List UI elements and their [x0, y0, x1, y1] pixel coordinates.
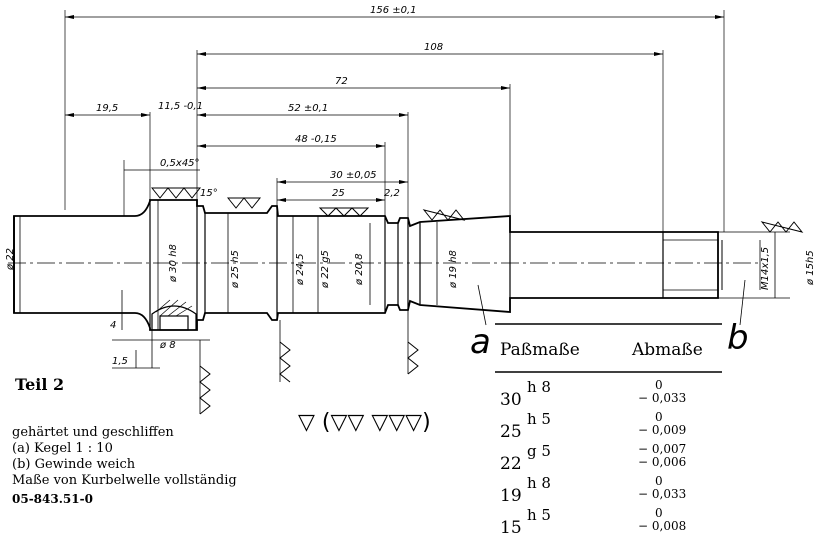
dim-30: 30 ±0,05	[330, 170, 377, 181]
svg-text:52 ±0,1: 52 ±0,1	[288, 103, 328, 114]
dia-19-h8: ø 19 h8	[448, 250, 459, 289]
svg-text:156 ±0,1: 156 ±0,1	[370, 5, 417, 16]
dia-22: ø 22	[5, 248, 16, 271]
table-row-upper: − 0,007	[638, 442, 687, 456]
dia-20-8: ø 20,8	[354, 253, 365, 286]
svg-text:ø 8: ø 8	[159, 340, 176, 351]
table-row-fit: h 8	[527, 378, 551, 396]
dia-24-5: ø 24,5	[295, 253, 306, 286]
table-row-fit: h 5	[527, 506, 551, 524]
part-title: Teil 2	[15, 375, 65, 394]
dim-angle: 15°	[200, 188, 218, 199]
dia-25-h5: ø 25 h5	[230, 250, 241, 289]
svg-text:ø 20,8: ø 20,8	[354, 253, 365, 286]
surface-finish-symbol: ▽ (▽▽ ▽▽▽)	[298, 410, 431, 435]
svg-text:0,5x45°: 0,5x45°	[160, 158, 200, 169]
svg-text:1,5: 1,5	[112, 356, 128, 367]
keyway-section	[151, 305, 197, 330]
table-row-lower: − 0,008	[638, 519, 687, 533]
dim-chamfer: 0,5x45°	[160, 158, 200, 169]
table-row-fit: h 8	[527, 474, 551, 492]
dim-52: 52 ±0,1	[288, 103, 328, 114]
table-row-fit: g 5	[527, 442, 551, 460]
table-row-upper: 0	[655, 506, 663, 520]
table-row-nominal: 25	[500, 422, 522, 442]
dim-72: 72	[335, 76, 348, 87]
dim-156: 156 ±0,1	[370, 5, 417, 16]
table-row-nominal: 15	[500, 518, 522, 538]
dim-48: 48 -0,15	[295, 134, 337, 145]
svg-text:ø 30 h8: ø 30 h8	[168, 244, 179, 283]
table-row-lower: − 0,033	[638, 391, 687, 405]
marker-a: a	[470, 322, 491, 362]
svg-text:ø 15h5: ø 15h5	[805, 250, 816, 286]
dim-11-5: 11,5 -0,1	[158, 101, 203, 112]
svg-text:11,5 -0,1: 11,5 -0,1	[158, 101, 203, 112]
leader-a	[477, 284, 487, 326]
svg-text:72: 72	[335, 76, 348, 87]
table-row-upper: 0	[655, 474, 663, 488]
svg-text:ø 25 h5: ø 25 h5	[230, 250, 241, 289]
dim-1-5: 1,5	[112, 356, 128, 367]
table-row-nominal: 22	[500, 454, 522, 474]
svg-text:15°: 15°	[200, 188, 218, 199]
dim-19-5: 19,5	[96, 103, 118, 114]
shaft-outline	[13, 199, 719, 331]
svg-text:ø 19 h8: ø 19 h8	[448, 250, 459, 289]
svg-text:ø 24,5: ø 24,5	[295, 253, 306, 286]
svg-text:M14x1,5: M14x1,5	[760, 247, 771, 290]
svg-text:48 -0,15: 48 -0,15	[295, 134, 337, 145]
svg-text:ø 22: ø 22	[5, 248, 16, 271]
table-row-nominal: 30	[500, 390, 522, 410]
drawing-code: 05-843.51-0	[12, 492, 93, 506]
table-row-upper: 0	[655, 410, 663, 424]
svg-text:2,2: 2,2	[384, 188, 400, 199]
dim-4: 4	[110, 320, 116, 331]
dim-phi-8: ø 8	[159, 340, 176, 351]
table-col-passmasse: Paßmaße	[500, 340, 580, 360]
thread-m14: M14x1,5	[760, 247, 771, 290]
dia-30-h8: ø 30 h8	[168, 244, 179, 283]
note-dimensions: Maße von Kurbelwelle vollständig	[12, 473, 237, 488]
table-col-abmasse: Abmaße	[632, 340, 703, 360]
svg-text:108: 108	[424, 42, 443, 53]
svg-text:19,5: 19,5	[96, 103, 118, 114]
table-row-lower: − 0,006	[638, 455, 687, 469]
svg-text:25: 25	[332, 188, 345, 199]
dim-25: 25	[332, 188, 345, 199]
dim-108: 108	[424, 42, 443, 53]
table-row-fit: h 5	[527, 410, 551, 428]
note-taper: (a) Kegel 1 : 10	[12, 441, 113, 456]
svg-text:4: 4	[110, 320, 116, 331]
leader-b	[739, 279, 746, 326]
table-row-lower: − 0,033	[638, 487, 687, 501]
note-hardened: gehärtet und geschliffen	[12, 425, 174, 440]
svg-text:30 ±0,05: 30 ±0,05	[330, 170, 377, 181]
dim-2-2: 2,2	[384, 188, 400, 199]
svg-text:ø 22 g5: ø 22 g5	[320, 250, 331, 289]
marker-b: b	[727, 318, 749, 358]
table-row-upper: 0	[655, 378, 663, 392]
dia-15-h5: ø 15h5	[805, 250, 816, 286]
note-thread: (b) Gewinde weich	[12, 457, 136, 472]
dia-22-g5: ø 22 g5	[320, 250, 331, 289]
table-row-nominal: 19	[500, 486, 522, 506]
table-row-lower: − 0,009	[638, 423, 687, 437]
